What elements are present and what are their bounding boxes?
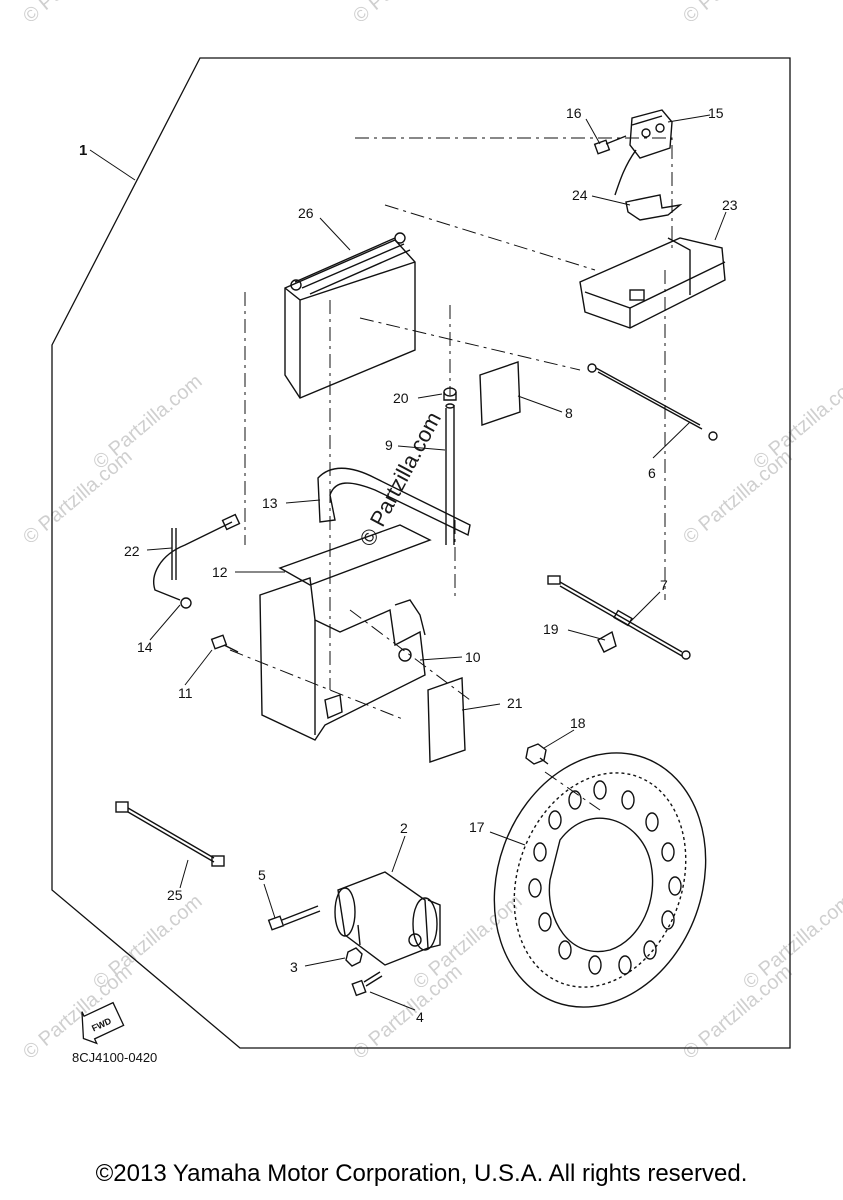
- watermark: © Partzilla.com: [679, 0, 796, 28]
- callout-12: 12: [212, 564, 228, 580]
- bolt-16: [593, 135, 627, 155]
- callout-26: 26: [298, 205, 314, 221]
- callout-2: 2: [400, 820, 408, 836]
- callouts: 1 2 3 4 5 6 7 8 9 10 11 12 13 14 15 16 1…: [79, 105, 738, 1025]
- battery: [284, 232, 416, 399]
- callout-13: 13: [262, 495, 278, 511]
- copyright-notice: ©2013 Yamaha Motor Corporation, U.S.A. A…: [95, 1160, 748, 1187]
- callout-24: 24: [572, 187, 588, 203]
- watermark: © Partzilla.com: [89, 890, 206, 993]
- bolt-5: [267, 905, 321, 931]
- nut-3: [345, 947, 363, 967]
- callout-20: 20: [393, 390, 409, 406]
- callout-15: 15: [708, 105, 724, 121]
- rotor-17: [493, 752, 707, 1008]
- drawing-code: 8CJ4100-0420: [72, 1050, 157, 1065]
- callout-5: 5: [258, 867, 266, 883]
- callout-1: 1: [79, 142, 87, 159]
- lead-25: [115, 801, 225, 867]
- pad-8: [479, 361, 521, 426]
- callout-16: 16: [566, 105, 582, 121]
- callout-3: 3: [290, 959, 298, 975]
- band-13: [317, 467, 471, 537]
- lead-6: [587, 363, 718, 441]
- callout-25: 25: [167, 887, 183, 903]
- callout-17: 17: [469, 819, 485, 835]
- watermark: © Partzilla.com: [19, 0, 136, 28]
- plate-21: [427, 677, 466, 763]
- watermark: © Partzilla.com: [19, 445, 136, 548]
- callout-21: 21: [507, 695, 523, 711]
- callout-19: 19: [543, 621, 559, 637]
- watermark-center: © Partzilla.com: [354, 408, 446, 551]
- bolt-4: [351, 971, 383, 997]
- bolt-18: [525, 743, 549, 765]
- starter-relay: [614, 109, 673, 196]
- callout-6: 6: [648, 465, 656, 481]
- cap-19: [597, 630, 617, 653]
- rod-9: [445, 403, 455, 545]
- starter-motor: [334, 871, 441, 966]
- callout-9: 9: [385, 437, 393, 453]
- callout-22: 22: [124, 543, 140, 559]
- watermark: © Partzilla.com: [349, 0, 466, 28]
- clip-22: [171, 528, 177, 580]
- callout-8: 8: [565, 405, 573, 421]
- leader-lines: [89, 114, 727, 1011]
- callout-10: 10: [465, 649, 481, 665]
- watermark: © Partzilla.com: [409, 890, 526, 993]
- callout-4: 4: [416, 1009, 424, 1025]
- callout-7: 7: [660, 577, 668, 593]
- callout-14: 14: [137, 639, 153, 655]
- watermark: © Partzilla.com: [679, 445, 796, 548]
- watermark: © Partzilla.com: [749, 370, 843, 473]
- sheet-12: [278, 524, 432, 586]
- callout-23: 23: [722, 197, 738, 213]
- lead-7: [547, 575, 691, 660]
- watermark: © Partzilla.com: [89, 370, 206, 473]
- assembly-guides: [229, 137, 673, 811]
- battery-case: [259, 577, 426, 741]
- callout-18: 18: [570, 715, 586, 731]
- watermark-group: © Partzilla.com © Partzilla.com © Partzi…: [19, 0, 843, 1064]
- collar-20: [443, 387, 457, 401]
- assembly-frame: [51, 57, 791, 1049]
- relay-bracket: [625, 194, 683, 221]
- rotor-holes: [528, 780, 682, 975]
- callout-11: 11: [178, 685, 193, 701]
- lead-14: [153, 513, 241, 609]
- battery-cover: [579, 237, 726, 329]
- bolt-11: [210, 634, 239, 653]
- fwd-label: FWD: [90, 1016, 113, 1034]
